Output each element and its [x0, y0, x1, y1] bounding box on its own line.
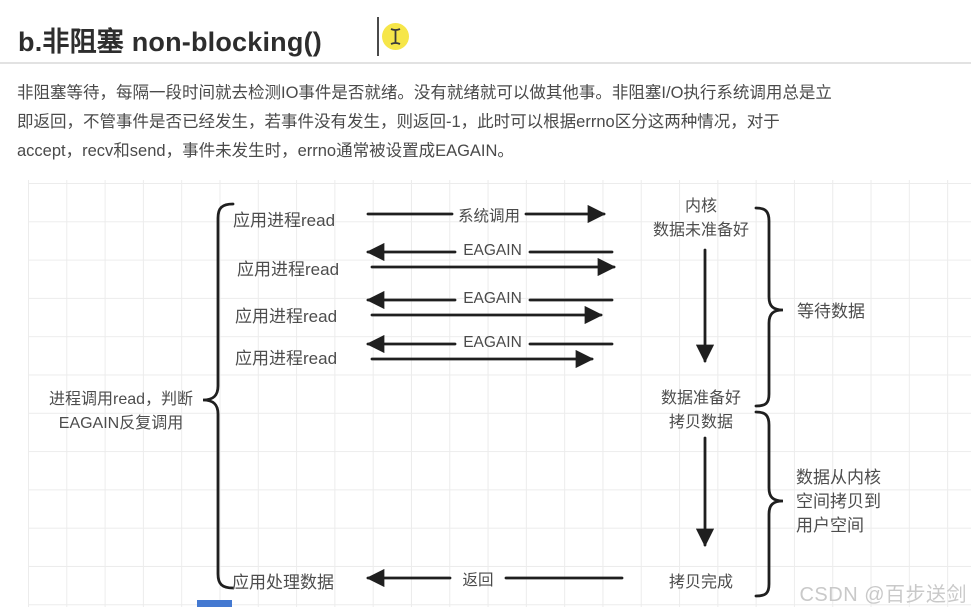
app-read-row-4: 应用进程read [235, 349, 338, 368]
eagain-label-3: EAGAIN [463, 334, 522, 351]
page-title: b.非阻塞 non-blocking() [18, 27, 322, 57]
copy-note-line-2: 空间拷贝到 [796, 492, 881, 511]
copy-note-line-3: 用户空间 [796, 516, 864, 535]
diagram-grid-background [28, 180, 971, 607]
app-process-data-label: 应用处理数据 [232, 573, 334, 592]
paragraph-line: accept，recv和send，事件未发生时，errno通常被设置成EAGAI… [17, 142, 514, 160]
eagain-label-2: EAGAIN [463, 290, 522, 307]
csdn-watermark: CSDN @百步送剑 [799, 584, 967, 606]
text-caret [377, 17, 379, 56]
copy-space-note: 数据从内核 空间拷贝到 用户空间 [796, 466, 881, 538]
kernel-data-ready: 数据准备好 [660, 390, 741, 407]
left-note-line-2: EAGAIN反复调用 [58, 415, 184, 432]
app-read-row-2: 应用进程read [237, 260, 340, 279]
kernel-data-not-ready: 数据未准备好 [652, 222, 749, 239]
left-note-line-1: 进程调用read，判断 [48, 391, 194, 408]
paragraph-line: 即返回，不管事件是否已经发生，若事件没有发生，则返回-1，此时可以根据errno… [17, 113, 780, 131]
return-arrow-label: 返回 [462, 572, 494, 589]
text-cursor-highlight [382, 23, 409, 50]
kernel-copy-done: 拷贝完成 [668, 574, 733, 591]
paragraph-line: 非阻塞等待，每隔一段时间就去检测IO事件是否就绪。没有就绪就可以做其他事。非阻塞… [17, 84, 832, 102]
left-process-note: 进程调用read，判断 EAGAIN反复调用 [36, 388, 206, 436]
app-read-row-3: 应用进程read [235, 307, 338, 326]
kernel-copy-data: 拷贝数据 [668, 414, 733, 431]
copy-note-line-1: 数据从内核 [796, 468, 881, 487]
app-read-row-1: 应用进程read [233, 211, 336, 230]
intro-paragraph: 非阻塞等待，每隔一段时间就去检测IO事件是否就绪。没有就绪就可以做其他事。非阻塞… [17, 79, 947, 166]
kernel-title: 内核 [684, 198, 717, 215]
title-divider [0, 62, 971, 64]
wait-data-note: 等待数据 [797, 302, 865, 321]
i-beam-cursor-icon [390, 28, 401, 45]
syscall-arrow-label: 系统调用 [457, 208, 520, 225]
eagain-label-1: EAGAIN [463, 242, 522, 259]
blue-highlight-bar [197, 600, 232, 607]
